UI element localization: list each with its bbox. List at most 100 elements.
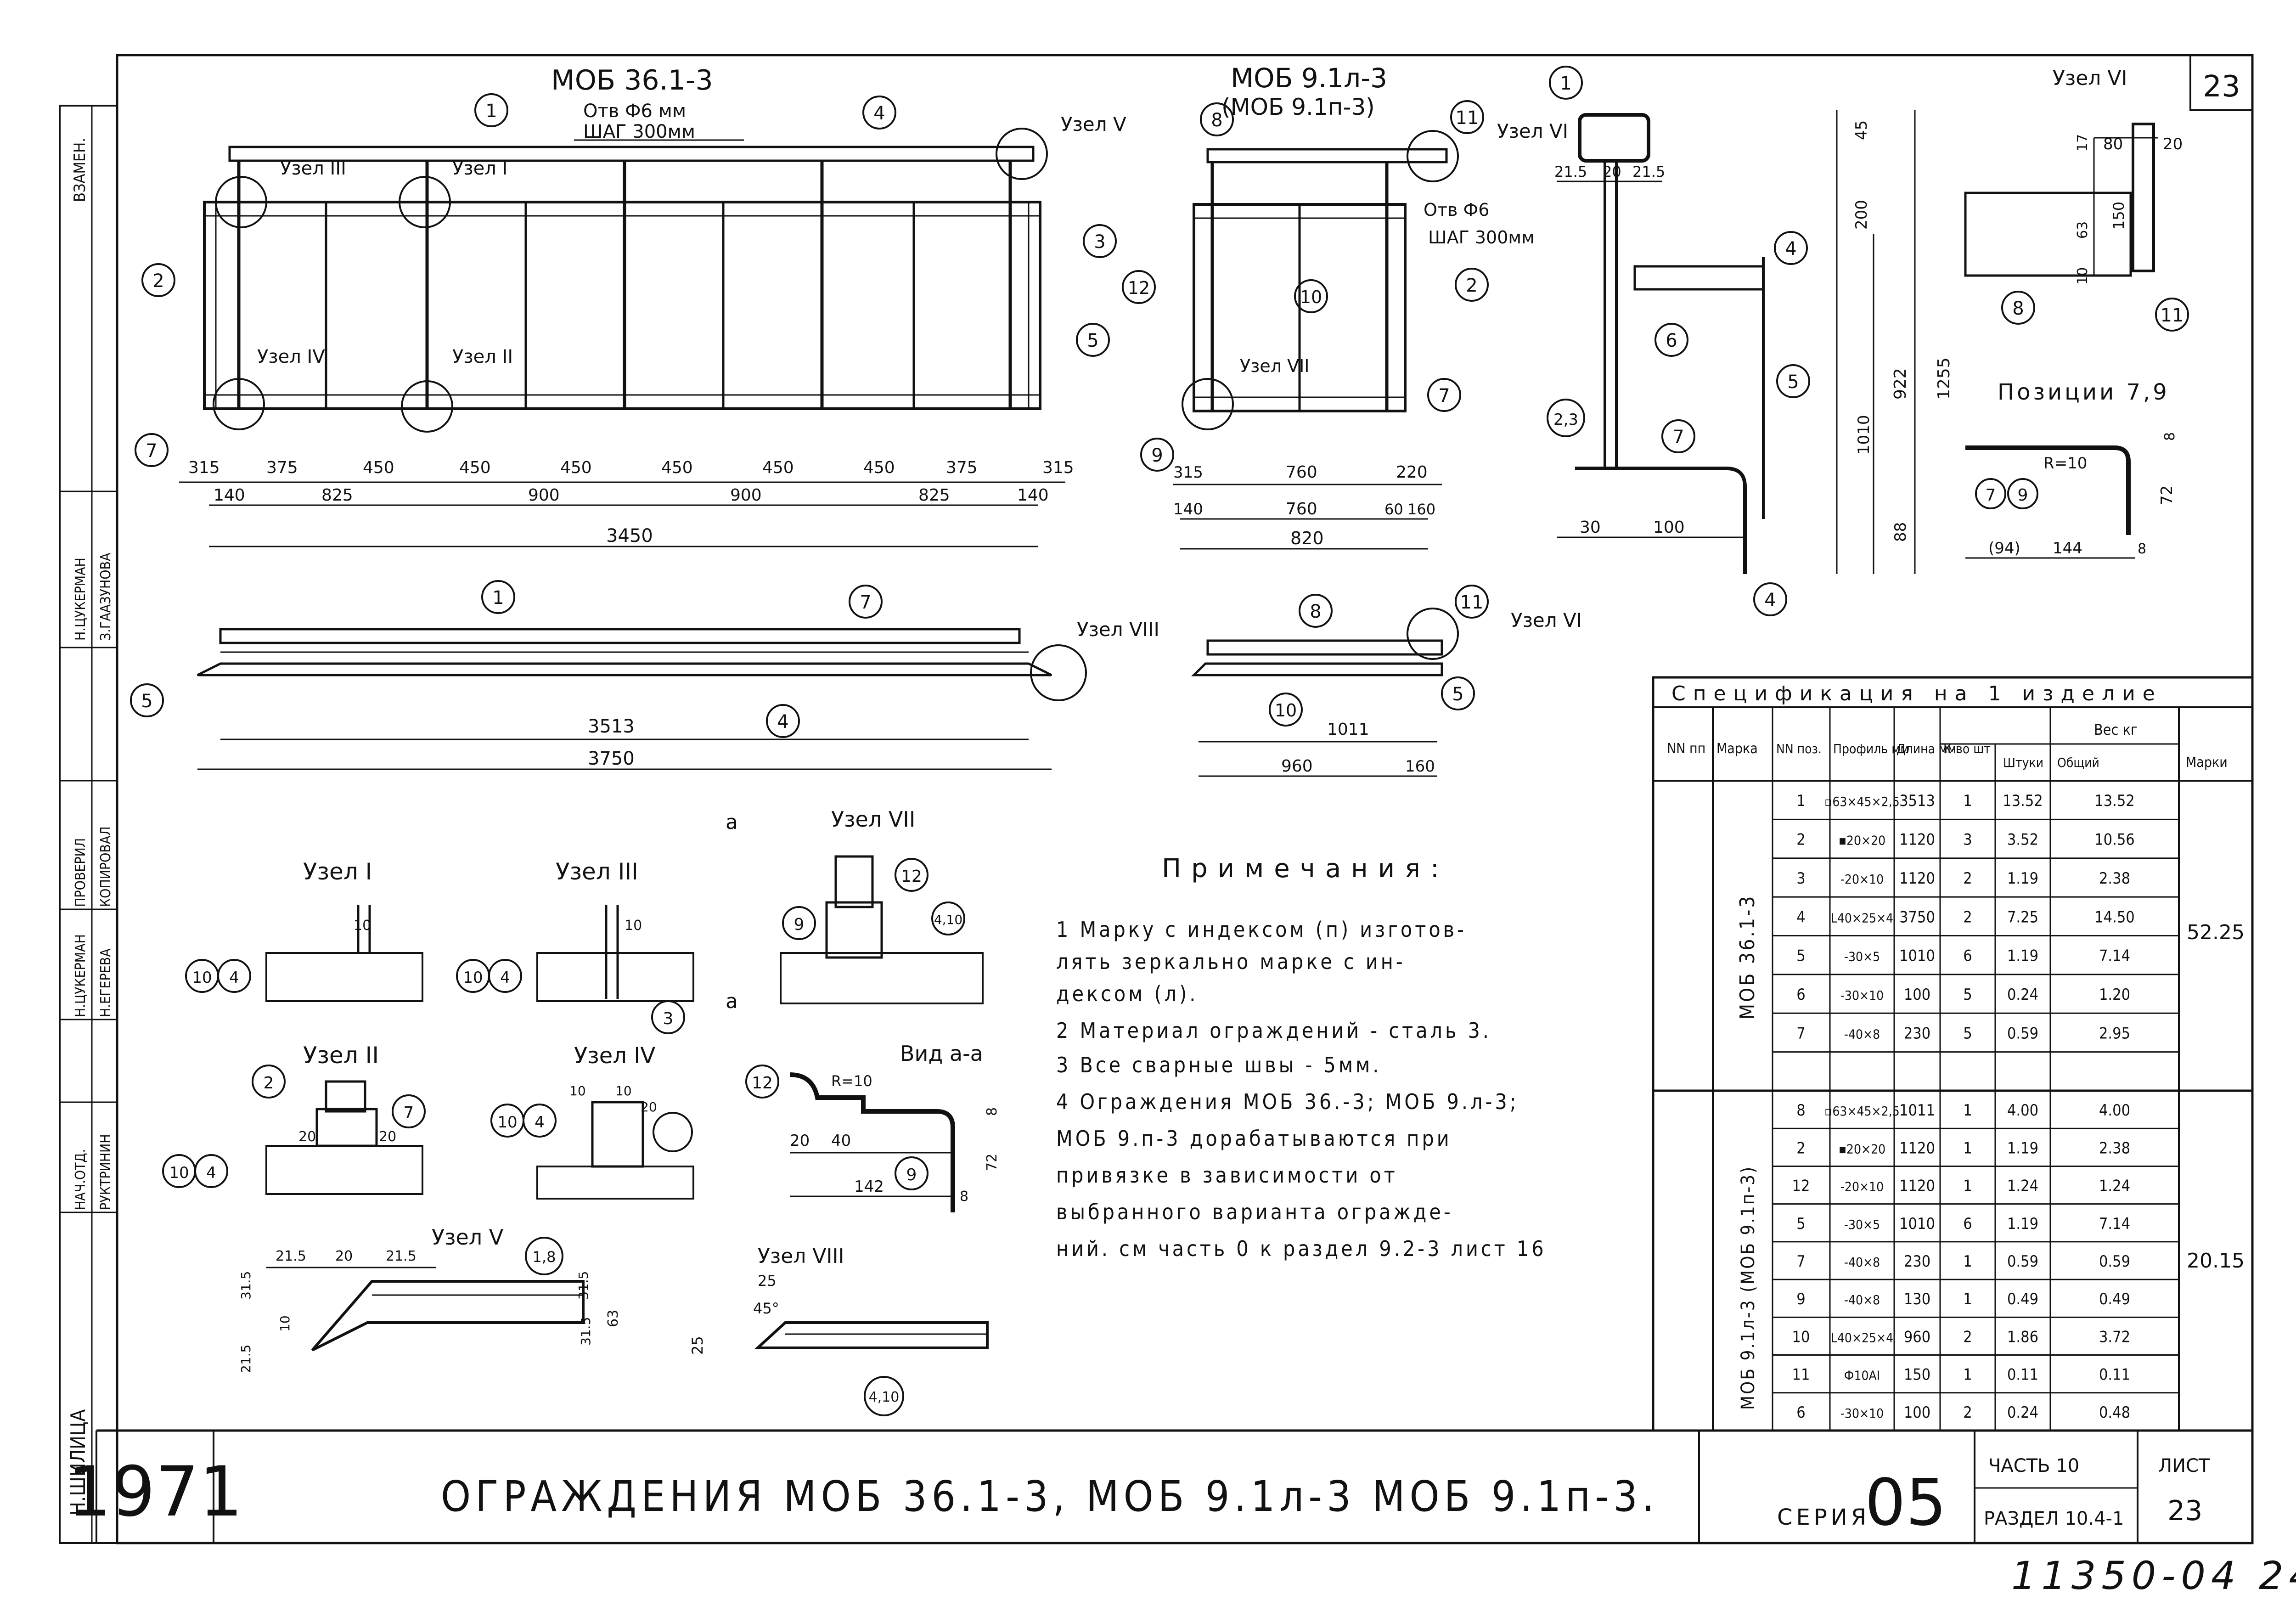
dim: 142 [854, 1178, 884, 1196]
position-bubble: 4 [873, 103, 885, 124]
spec-cell: 3.72 [2099, 1328, 2130, 1346]
spec-cell: 4 [1796, 908, 1805, 926]
spec-cell: 5 [1796, 947, 1805, 965]
dim: 8 [2138, 541, 2146, 557]
spec-cell: 14.50 [2094, 908, 2135, 926]
spec-cell: 1 [1963, 1139, 1972, 1157]
dim: 1255 [1935, 357, 1953, 400]
dim: (94) [1988, 539, 2020, 558]
dim: 3513 [588, 716, 635, 737]
node-label: Узел VII [1240, 356, 1310, 376]
stamp-cell: ПРОВЕРИЛ [73, 838, 89, 907]
dim: 25 [689, 1336, 706, 1355]
spec-cell: -30×5 [1844, 949, 1880, 964]
spec-cell: 1 [1963, 1366, 1972, 1384]
dim: 140 [1173, 500, 1203, 518]
spec-cell: 1.19 [2007, 947, 2038, 965]
view-radius: R=10 [831, 1072, 872, 1090]
position-bubble: 5 [1452, 684, 1463, 705]
dim: 45 [1852, 120, 1871, 140]
position-bubble: 7 [404, 1104, 414, 1122]
position-bubble: 9 [2018, 486, 2028, 505]
cross-section: 1 4 6 5 2,3 7 4 21.5 20 21.5 30 100 45 2… [1547, 66, 1953, 616]
spec-cell: 1 [1963, 1101, 1972, 1120]
details: Узел I 10 10 4 Узел III 10 10 4 3 Узел V… [162, 807, 1000, 1416]
main-plan: Узел VIII 1 7 4 5 3513 3750 [130, 580, 1159, 770]
spec-cell: -20×10 [1840, 1179, 1884, 1194]
spec-cell: 1011 [1899, 1101, 1935, 1120]
spec-cell: -30×10 [1840, 1406, 1884, 1421]
spec-cell: Ф10АI [1844, 1368, 1880, 1383]
spec-cell: 1.24 [2007, 1177, 2038, 1195]
spec-cell: 230 [1904, 1252, 1930, 1271]
stamp-cell: КОПИРОВАЛ [98, 826, 114, 907]
note-line: 3 Все сварные швы - 5мм. [1056, 1053, 1381, 1077]
position-bubble: 10 [1275, 700, 1297, 721]
note-line: 2 Материал ограждений - сталь 3. [1056, 1018, 1491, 1043]
position-bubble: 10 [1300, 287, 1322, 307]
spec-cell: 1 [1796, 792, 1805, 810]
spec-cell: ▫63×45×2,5 [1824, 1104, 1899, 1119]
spec-cell: 3513 [1899, 792, 1935, 810]
spec-cell: ▫63×45×2,5 [1824, 794, 1899, 809]
dim: 450 [863, 458, 895, 477]
spec-header: Марка [1716, 741, 1758, 757]
dim: 25 [758, 1272, 777, 1290]
dim: 21.5 [1632, 163, 1665, 180]
spec-cell: 2.38 [2099, 1139, 2130, 1157]
position-bubble: 7 [860, 592, 871, 613]
spec-cell: L40×25×4 [1831, 910, 1893, 925]
position-bubble: 10 [169, 1164, 189, 1182]
dim: 100 [1653, 518, 1685, 537]
dim: 10 [615, 1083, 632, 1099]
spec-header: Профиль мм [1833, 741, 1909, 756]
spec-header: Марки [2186, 755, 2228, 771]
spec-cell: 1120 [1899, 869, 1935, 888]
dim: 21.5 [238, 1345, 253, 1373]
spec-cell: 4.00 [2007, 1101, 2038, 1120]
spec-cell: ▪20×20 [1839, 1141, 1885, 1156]
dim: 40 [831, 1132, 851, 1150]
spec-cell: 1 [1963, 792, 1972, 810]
stamp-cell: РУКТРИНИН [98, 1134, 114, 1210]
dim: 140 [214, 486, 245, 505]
stamp-cell: НАЧ.ОТД. [73, 1149, 89, 1210]
dim-total: 3450 [606, 525, 653, 547]
position-bubble: 11 [1460, 592, 1484, 613]
position-bubble: 5 [141, 691, 152, 712]
dim: 315 [1042, 458, 1074, 477]
node-label: Узел II [452, 346, 513, 367]
stamp-cell: Н.ЦУКЕРМАН [73, 934, 89, 1017]
title-block: 1971 ОГРАЖДЕНИЯ МОБ 36.1-3, МОБ 9.1л-3 М… [68, 1452, 2296, 1598]
spec-cell: 960 [1904, 1328, 1930, 1346]
dim: 63 [605, 1310, 621, 1327]
dim: 1010 [1855, 415, 1873, 455]
dim: 31.5 [238, 1271, 253, 1300]
position-bubble: 9 [794, 915, 805, 934]
spec-cell: 100 [1904, 1403, 1930, 1422]
list-number: 23 [2167, 1495, 2202, 1527]
position-bubble: 5 [1787, 372, 1799, 393]
spec-cell: -40×8 [1844, 1026, 1880, 1042]
spec-cell: -20×10 [1840, 872, 1884, 887]
spec-cell: 2.38 [2099, 869, 2130, 888]
node6-title: Узел VI [2053, 67, 2127, 90]
position-bubble: 5 [1087, 330, 1098, 351]
position-bubble: 1 [485, 101, 497, 122]
spec-cell: 150 [1904, 1366, 1930, 1384]
position-bubble: 4,10 [934, 912, 962, 927]
dim: 17 [2075, 134, 2091, 152]
dim: 20 [335, 1248, 353, 1264]
node-label: Узел V [1061, 113, 1126, 135]
dim: 10 [569, 1083, 586, 1099]
position-bubble: 2 [152, 270, 164, 292]
position-bubble: 7 [1986, 486, 1996, 505]
dim: 8 [984, 1107, 1000, 1116]
notes-title: Примечания: [1162, 854, 1449, 884]
spec-cell: 2 [1963, 869, 1972, 888]
spec-cell: 8 [1796, 1101, 1805, 1120]
spec-cell: 6 [1796, 1403, 1805, 1422]
spec-cell: 0.11 [2007, 1366, 2038, 1384]
node-label: Узел IV [257, 346, 325, 367]
specification-table: Спецификация на 1 изделие NN пп Марка NN… [1652, 676, 2254, 1432]
